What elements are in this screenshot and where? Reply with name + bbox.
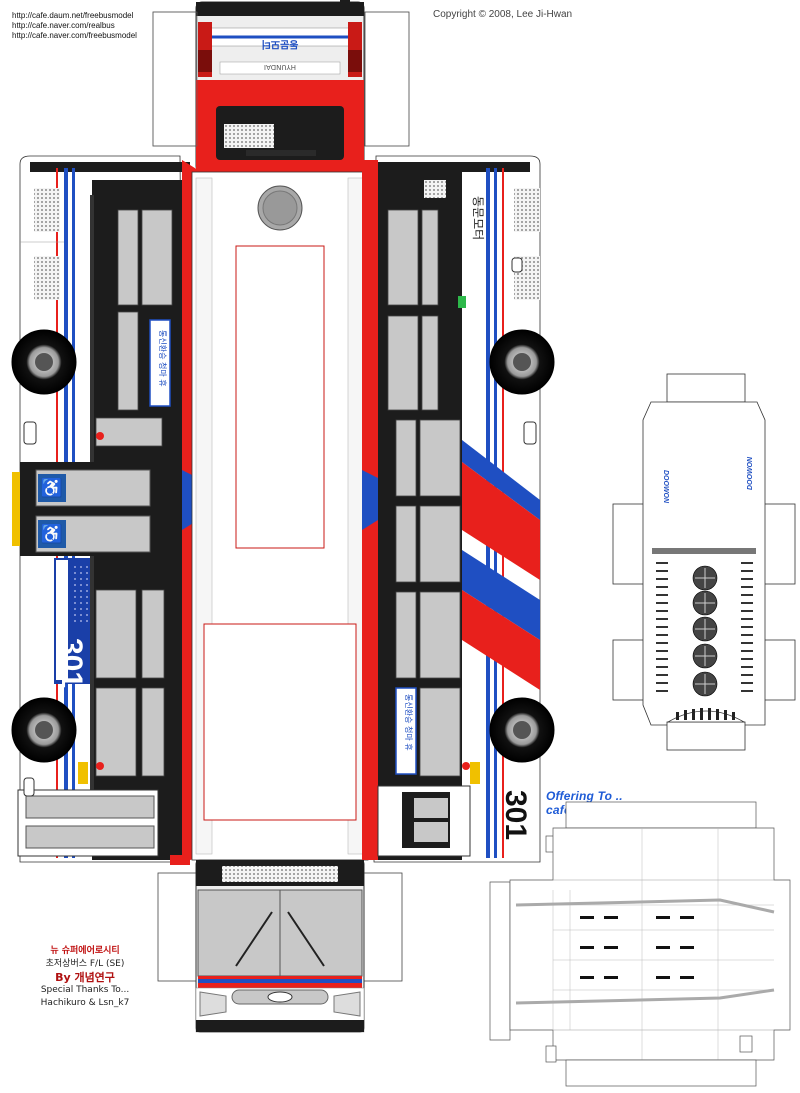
hyundai-logo-icon xyxy=(267,991,293,1003)
right-side-panel: 통신환승 청마 휴 동문모터 301 xyxy=(362,155,555,863)
rear-end-panel: 동문모터 HYUNDAI xyxy=(152,0,410,173)
left-route-number: 301 xyxy=(55,638,88,688)
svg-text:♿: ♿ xyxy=(41,523,63,544)
floor-chassis-sheet xyxy=(489,801,791,1087)
svg-text:통신환승 청마 휴: 통신환승 청마 휴 xyxy=(404,694,414,751)
svg-text:HYUNDAI: HYUNDAI xyxy=(264,63,296,71)
roof-panel xyxy=(191,171,369,861)
svg-text:통신환승 청마 휴: 통신환승 청마 휴 xyxy=(158,330,168,387)
wheelchair-icon: ♿ xyxy=(41,477,63,498)
credits-block: 뉴 슈퍼에어로시티 초저상버스 F/L (SE) By 개념연구 Special… xyxy=(30,945,140,1010)
model-sub: 초저상버스 F/L (SE) xyxy=(45,959,125,969)
front-end-panel xyxy=(157,859,403,1033)
author-text: By 개념연구 xyxy=(55,971,115,984)
model-name: 뉴 슈퍼에어로시티 xyxy=(50,946,120,956)
left-side-panel: 통신환승 청마 휴 ♿ ♿ 301 xyxy=(11,155,198,865)
url-daum: http://cafe.daum.net/freebusmodel xyxy=(12,11,134,20)
roof-brand-left: DOOWON xyxy=(662,470,669,504)
copyright-text: Copyright © 2008, Lee Ji-Hwan xyxy=(433,9,573,20)
svg-text:동문모터: 동문모터 xyxy=(471,196,485,240)
roof-brand-right: DOOWON xyxy=(747,456,754,490)
svg-text:동문모터: 동문모터 xyxy=(262,38,299,51)
url-naver-realbus: http://cafe.naver.com/realbus xyxy=(12,21,115,30)
thanks-names: Hachikuro & Lsn_k7 xyxy=(40,998,130,1008)
url-naver-freebusmodel: http://cafe.naver.com/freebusmodel xyxy=(12,31,137,40)
roof-detail-sheet: DOOWON DOOWON xyxy=(612,373,796,751)
thanks-text: Special Thanks To... xyxy=(40,985,130,995)
right-route-number: 301 xyxy=(499,790,532,840)
